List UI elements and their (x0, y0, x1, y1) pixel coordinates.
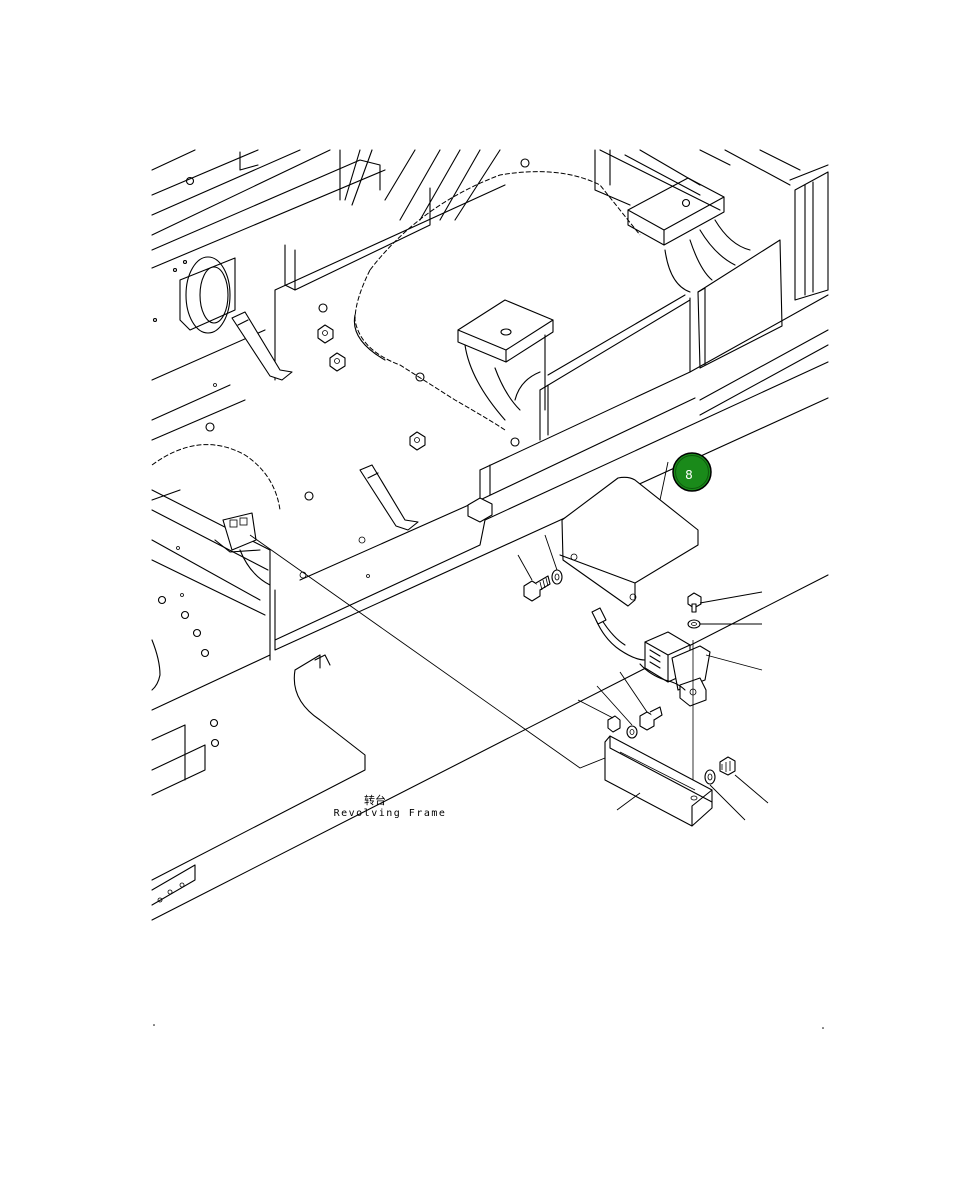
nut-icon (329, 352, 346, 372)
bolt-icon (639, 706, 663, 731)
washer-icon (704, 769, 716, 785)
nut-icon (317, 324, 334, 344)
washer-icon (687, 619, 701, 629)
callout-number: 8 (685, 468, 693, 482)
bolt-icon (523, 575, 551, 602)
bolt-icon (719, 756, 736, 776)
nut-icon (607, 715, 621, 733)
revolving-frame-drawing (151, 149, 829, 921)
nut-icon (409, 431, 426, 451)
washer-icon (626, 725, 638, 739)
exploded-parts (523, 476, 736, 827)
angle-bracket (604, 735, 713, 827)
frame-label-chinese: 转台 (364, 793, 386, 807)
frame-label-english: Revolving Frame (334, 808, 447, 819)
callout-badge[interactable]: 8 (672, 452, 712, 492)
switch-assembly (591, 607, 711, 707)
bolt-icon (687, 592, 702, 613)
washer-icon (551, 569, 563, 585)
cover-plate (559, 476, 699, 607)
leader-lines (249, 461, 769, 821)
